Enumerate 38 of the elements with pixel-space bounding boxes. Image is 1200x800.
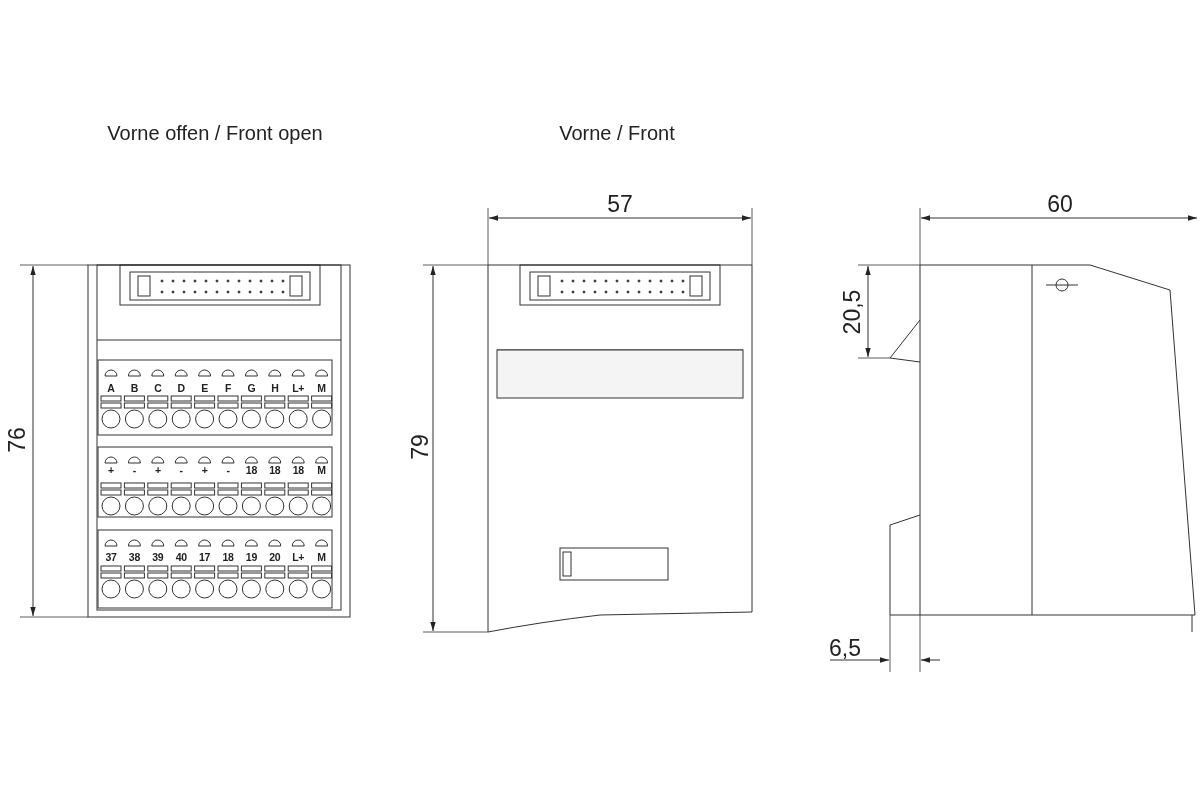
- view-title: Vorne / Front: [559, 123, 675, 143]
- terminal-label: 40: [175, 551, 187, 563]
- terminal-label: B: [130, 382, 139, 394]
- terminal-label: M: [317, 382, 326, 394]
- dimension-value: 76: [5, 427, 29, 453]
- terminal-label: 39: [152, 551, 164, 563]
- terminal-label: D: [177, 382, 185, 394]
- terminal-label: 17: [199, 551, 211, 563]
- terminal-label: H: [271, 382, 279, 394]
- terminal-label: -: [132, 464, 136, 476]
- terminal-label: F: [224, 382, 232, 394]
- terminal-label: L+: [292, 382, 305, 394]
- terminal-label: 18: [292, 464, 304, 476]
- dimension-value: 79: [408, 434, 432, 460]
- terminal-label: 18: [222, 551, 234, 563]
- terminal-label: L+: [292, 551, 305, 563]
- terminal-label: G: [247, 382, 256, 394]
- terminal-label: M: [317, 464, 326, 476]
- terminal-label: +: [201, 464, 208, 476]
- terminal-label: +: [108, 464, 114, 476]
- terminal-label: 20: [269, 551, 281, 563]
- terminal-label: 18: [245, 464, 257, 476]
- view-title: Vorne offen / Front open: [107, 123, 323, 143]
- terminal-label: 37: [105, 551, 117, 563]
- terminal-label: M: [317, 551, 326, 563]
- terminal-label: 38: [128, 551, 140, 563]
- terminal-label: -: [179, 464, 183, 476]
- dimension-value: 60: [1047, 192, 1073, 216]
- terminal-label: 18: [269, 464, 281, 476]
- dimension-value: 20,5: [840, 289, 864, 335]
- terminal-label: C: [154, 382, 162, 394]
- dimension-value: 6,5: [829, 636, 861, 660]
- terminal-label: E: [201, 382, 208, 394]
- terminal-label: 19: [245, 551, 257, 563]
- terminal-label: -: [226, 464, 230, 476]
- dimension-value: 57: [607, 192, 633, 216]
- terminal-label: +: [154, 464, 161, 476]
- terminal-label: A: [107, 382, 115, 394]
